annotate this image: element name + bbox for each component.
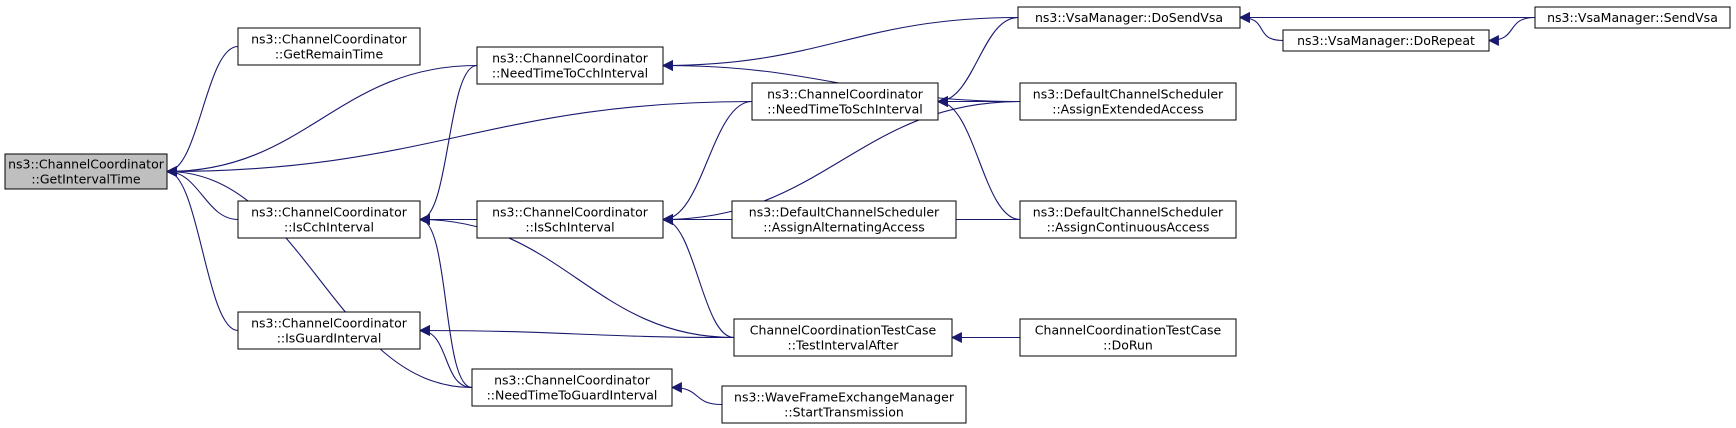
node-label-isSch-0: ns3::ChannelCoordinator xyxy=(492,205,649,220)
edges xyxy=(165,12,1536,406)
node-getIntervalTime[interactable]: ns3::ChannelCoordinator::GetIntervalTime xyxy=(4,153,168,190)
node-label-startTransmission-1: ::StartTransmission xyxy=(784,405,904,420)
node-label-getIntervalTime-0: ns3::ChannelCoordinator xyxy=(8,157,165,172)
node-box-needTimeToGuard xyxy=(471,368,673,407)
edge-assignContinuous-to-needTimeToSch xyxy=(936,96,1021,221)
node-label-needTimeToCch-1: ::NeedTimeToCchInterval xyxy=(492,66,648,81)
node-label-isGuard-0: ns3::ChannelCoordinator xyxy=(251,316,408,331)
node-label-needTimeToCch-0: ns3::ChannelCoordinator xyxy=(492,51,649,66)
node-doSendVsa[interactable]: ns3::VsaManager::DoSendVsa xyxy=(1017,6,1241,29)
node-box-assignContinuous xyxy=(1019,200,1237,239)
node-needTimeToGuard[interactable]: ns3::ChannelCoordinator::NeedTimeToGuard… xyxy=(471,368,673,407)
edge-assignExtended-to-isSch xyxy=(661,100,1021,225)
edge-needTimeToCch-to-getIntervalTime xyxy=(165,64,478,177)
node-box-doRun xyxy=(1019,318,1237,357)
node-label-assignExtended-1: ::AssignExtendedAccess xyxy=(1052,102,1204,117)
node-assignExtended[interactable]: ns3::DefaultChannelScheduler::AssignExte… xyxy=(1019,82,1237,121)
edge-doSendVsa-to-needTimeToSch xyxy=(936,16,1019,107)
node-label-getRemainTime-0: ns3::ChannelCoordinator xyxy=(251,32,408,47)
node-box-isGuard xyxy=(237,311,421,350)
node-label-getRemainTime-1: ::GetRemainTime xyxy=(275,47,384,62)
node-label-needTimeToSch-0: ns3::ChannelCoordinator xyxy=(767,87,924,102)
edge-doSendVsa-to-needTimeToCch xyxy=(661,16,1019,71)
node-label-isGuard-1: ::IsGuardInterval xyxy=(277,331,382,346)
edge-sendVsa-to-doRepeat xyxy=(1487,16,1536,46)
node-box-isCch xyxy=(237,200,421,239)
node-isSch[interactable]: ns3::ChannelCoordinator::IsSchInterval xyxy=(476,200,664,239)
node-needTimeToCch[interactable]: ns3::ChannelCoordinator::NeedTimeToCchIn… xyxy=(476,46,664,85)
node-isGuard[interactable]: ns3::ChannelCoordinator::IsGuardInterval xyxy=(237,311,421,350)
edge-isGuard-to-getIntervalTime xyxy=(165,166,239,332)
node-getRemainTime[interactable]: ns3::ChannelCoordinator::GetRemainTime xyxy=(237,27,421,66)
node-label-sendVsa-0: ns3::VsaManager::SendVsa xyxy=(1547,10,1718,25)
node-label-doRun-0: ChannelCoordinationTestCase xyxy=(1035,323,1222,338)
node-box-isSch xyxy=(476,200,664,239)
node-label-needTimeToGuard-1: ::NeedTimeToGuardInterval xyxy=(487,388,658,403)
node-label-assignAlternating-0: ns3::DefaultChannelScheduler xyxy=(749,205,940,220)
edge-needTimeToSch-to-getIntervalTime xyxy=(165,100,753,177)
edge-needTimeToSch-to-isSch xyxy=(661,100,753,225)
edge-testIntervalAfter-to-isGuard xyxy=(418,325,735,339)
node-label-startTransmission-0: ns3::WaveFrameExchangeManager xyxy=(734,390,955,405)
node-doRepeat[interactable]: ns3::VsaManager::DoRepeat xyxy=(1282,29,1490,52)
node-label-isCch-0: ns3::ChannelCoordinator xyxy=(251,205,408,220)
node-needTimeToSch[interactable]: ns3::ChannelCoordinator::NeedTimeToSchIn… xyxy=(751,82,939,121)
node-sendVsa[interactable]: ns3::VsaManager::SendVsa xyxy=(1534,6,1731,29)
node-label-doRepeat-0: ns3::VsaManager::DoRepeat xyxy=(1297,33,1475,48)
node-label-needTimeToGuard-0: ns3::ChannelCoordinator xyxy=(494,373,651,388)
node-box-doSendVsa xyxy=(1017,6,1241,29)
edge-testIntervalAfter-to-isCch xyxy=(418,214,735,339)
node-testIntervalAfter[interactable]: ChannelCoordinationTestCase::TestInterva… xyxy=(733,318,953,357)
node-box-needTimeToSch xyxy=(751,82,939,121)
node-label-needTimeToSch-1: ::NeedTimeToSchInterval xyxy=(767,102,922,117)
node-box-needTimeToCch xyxy=(476,46,664,85)
node-box-testIntervalAfter xyxy=(733,318,953,357)
node-label-isSch-1: ::IsSchInterval xyxy=(525,220,614,235)
node-label-assignContinuous-1: ::AssignContinuousAccess xyxy=(1047,220,1210,235)
edge-needTimeToCch-to-isCch xyxy=(418,64,478,225)
node-startTransmission[interactable]: ns3::WaveFrameExchangeManager::StartTran… xyxy=(721,385,967,424)
edge-needTimeToGuard-to-isGuard xyxy=(418,325,473,389)
node-assignAlternating[interactable]: ns3::DefaultChannelScheduler::AssignAlte… xyxy=(731,200,957,239)
node-label-isCch-1: ::IsCchInterval xyxy=(284,220,374,235)
node-doRun[interactable]: ChannelCoordinationTestCase::DoRun xyxy=(1019,318,1237,357)
edge-doRepeat-to-doSendVsa xyxy=(1238,12,1284,42)
node-label-testIntervalAfter-1: ::TestIntervalAfter xyxy=(788,338,900,353)
node-box-getRemainTime xyxy=(237,27,421,66)
node-label-assignExtended-0: ns3::DefaultChannelScheduler xyxy=(1033,87,1224,102)
node-box-assignAlternating xyxy=(731,200,957,239)
edge-getRemainTime-to-getIntervalTime xyxy=(165,45,239,177)
edge-testIntervalAfter-to-isSch xyxy=(661,214,735,339)
node-label-doSendVsa-0: ns3::VsaManager::DoSendVsa xyxy=(1035,10,1223,25)
node-box-getIntervalTime xyxy=(4,153,168,190)
edge-needTimeToGuard-to-getIntervalTime xyxy=(165,166,473,389)
node-label-assignContinuous-0: ns3::DefaultChannelScheduler xyxy=(1033,205,1224,220)
node-isCch[interactable]: ns3::ChannelCoordinator::IsCchInterval xyxy=(237,200,421,239)
node-box-assignExtended xyxy=(1019,82,1237,121)
node-assignContinuous[interactable]: ns3::DefaultChannelScheduler::AssignCont… xyxy=(1019,200,1237,239)
edge-needTimeToGuard-to-isCch xyxy=(418,214,473,389)
node-label-testIntervalAfter-0: ChannelCoordinationTestCase xyxy=(750,323,937,338)
node-box-sendVsa xyxy=(1534,6,1731,29)
edge-startTransmission-to-needTimeToGuard xyxy=(670,382,723,406)
node-label-assignAlternating-1: ::AssignAlternatingAccess xyxy=(763,220,924,235)
node-label-getIntervalTime-1: ::GetIntervalTime xyxy=(31,172,140,187)
node-box-doRepeat xyxy=(1282,29,1490,52)
node-box-startTransmission xyxy=(721,385,967,424)
node-label-doRun-1: ::DoRun xyxy=(1103,338,1153,353)
nodes: ns3::ChannelCoordinator::GetIntervalTime… xyxy=(4,6,1731,424)
